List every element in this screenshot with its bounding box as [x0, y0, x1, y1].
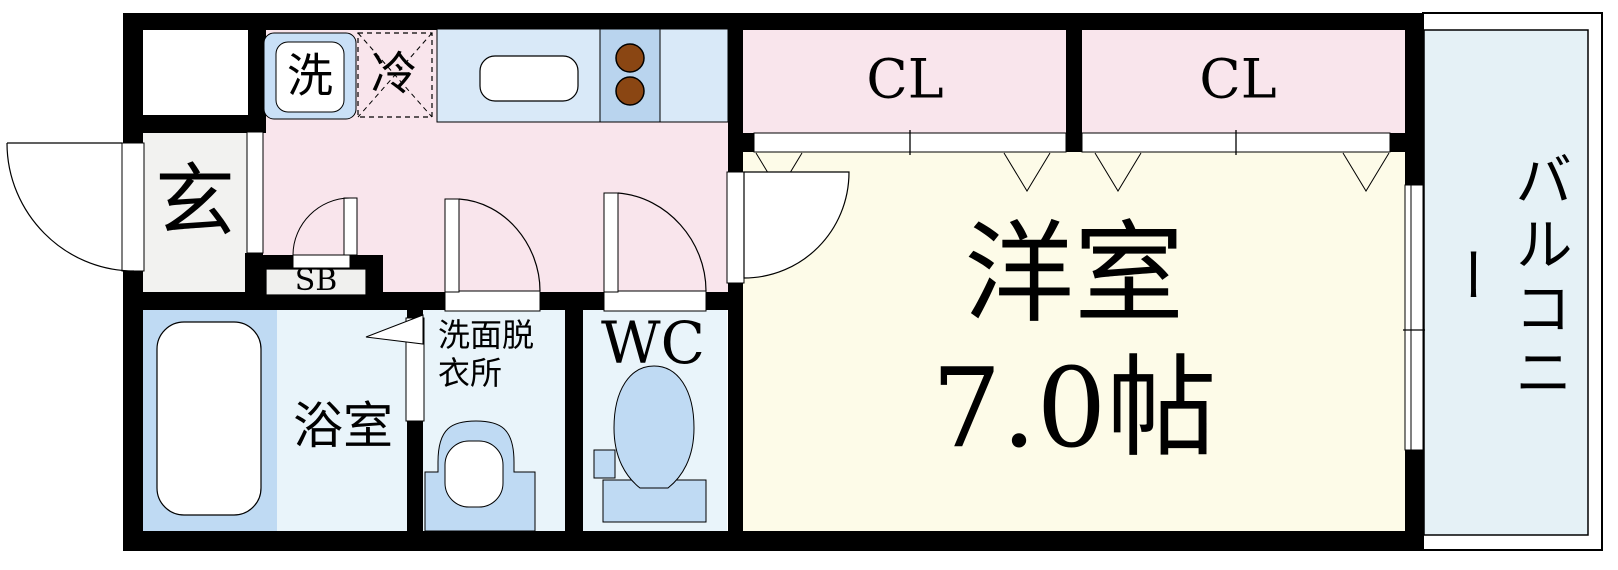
- shoebox-door-opening: [292, 254, 351, 269]
- wall-closet-divider: [1066, 29, 1082, 152]
- shoebox: [265, 268, 367, 296]
- wall-pipe-shaft-bottom: [143, 115, 266, 133]
- closet-fold-mark-4: [1342, 152, 1390, 192]
- wc-door-leaf: [603, 192, 619, 293]
- closet-right-floor: [1082, 29, 1405, 133]
- toilet-flush-handle: [593, 449, 616, 479]
- entrance-floor: [143, 132, 247, 292]
- entrance-door-opening: [121, 142, 145, 272]
- bathroom-label: 浴室: [293, 397, 393, 455]
- shoebox-door-arc: [292, 197, 351, 256]
- wall-entrance-stub: [245, 253, 263, 310]
- wall-entrance-bottom: [123, 292, 247, 310]
- western-room-door-opening: [726, 171, 745, 284]
- pipe-shaft-floor: [143, 29, 248, 115]
- toilet-bowl: [613, 365, 695, 489]
- entrance-door-arc: [6, 142, 135, 272]
- wc-door-opening: [603, 290, 707, 312]
- kitchen-sink: [479, 55, 579, 102]
- wall-closet-band-left: [728, 133, 754, 152]
- washer-drum: [275, 41, 345, 113]
- fridge-label: 冷: [371, 46, 417, 101]
- balcony-window: [1404, 184, 1424, 451]
- bathroom-door-arrow: [365, 314, 424, 345]
- bathtub: [156, 321, 262, 516]
- wall-bottom: [123, 531, 1423, 551]
- shoebox-label: SB: [294, 263, 338, 298]
- washroom-door-arc: [458, 198, 541, 292]
- balcony-label: バルコニー: [1435, 150, 1573, 406]
- stove-burner-1: [615, 43, 645, 73]
- wall-left: [123, 13, 143, 551]
- wall-top: [123, 13, 1423, 30]
- western-room-label: 洋室 7.0帖: [931, 209, 1217, 472]
- closet-right-label: CL: [1199, 47, 1277, 111]
- entrance-step: [246, 131, 264, 254]
- vanity-basin: [444, 440, 504, 508]
- washroom-label: 洗面脱 衣所: [438, 316, 535, 393]
- fridge-cross-2: [357, 32, 433, 118]
- western-room-door-swing: [743, 171, 850, 279]
- wall-washroom-wc: [565, 310, 583, 531]
- shoebox-door-leaf: [343, 197, 358, 256]
- western-room-floor: [743, 133, 1405, 531]
- closet-fold-mark-2: [1003, 152, 1051, 192]
- wc-label: WC: [601, 309, 705, 378]
- stove-burner-2: [615, 76, 645, 106]
- wall-pipe-shaft-right: [248, 13, 266, 133]
- closet-left-label: CL: [866, 47, 944, 111]
- closet-fold-mark-3: [1094, 152, 1142, 192]
- entrance-label: 玄: [155, 155, 235, 248]
- washer-label: 洗: [287, 48, 333, 103]
- fridge-space: [357, 32, 433, 118]
- stove-unit: [599, 28, 661, 123]
- washroom-door-opening: [444, 290, 541, 312]
- closet-left-floor: [743, 29, 1066, 133]
- washroom-door-leaf: [444, 198, 460, 293]
- balcony-floor: [1423, 29, 1589, 536]
- wc-door-arc: [617, 192, 707, 292]
